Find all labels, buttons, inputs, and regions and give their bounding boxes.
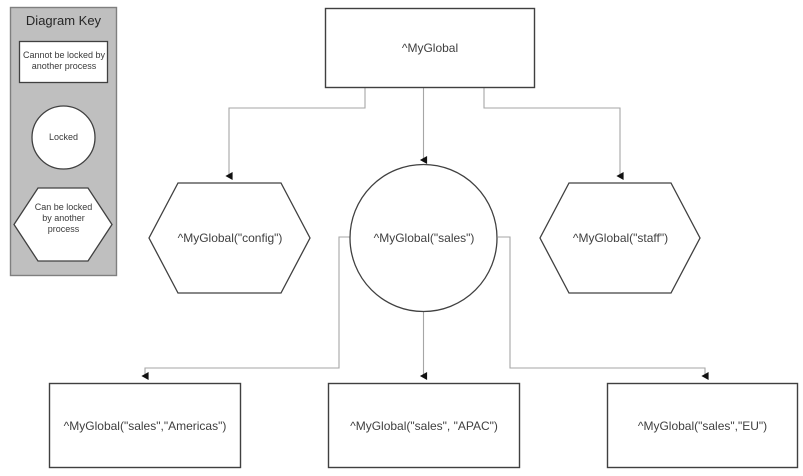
node-shape-sales-americas[interactable] (48, 382, 242, 469)
node-shape-staff[interactable] (539, 182, 701, 294)
node-shape-sales-apac[interactable] (327, 382, 521, 469)
diagram-key-title: Diagram Key (25, 13, 102, 28)
legend-hexagon-swatch (13, 187, 113, 262)
legend-rectangle-swatch (18, 40, 109, 84)
edge-sales-to-eu (498, 236, 709, 381)
diagram-key-panel (9, 6, 118, 277)
legend-label-cannot-be-locked: Cannot be locked by another process (22, 50, 106, 71)
edge-root-to-staff (483, 88, 624, 181)
edge-root-to-config (225, 88, 366, 181)
node-shape-sales-eu[interactable] (606, 382, 799, 469)
node-shape-config[interactable] (148, 182, 311, 294)
legend-circle-swatch (31, 105, 96, 170)
connector-group (141, 88, 709, 381)
node-shape-root[interactable] (324, 7, 536, 89)
legend-label-locked: Locked (48, 132, 79, 142)
legend-label-can-be-locked: Can be locked by another process (34, 202, 93, 234)
node-shape-sales[interactable] (349, 163, 498, 313)
edge-sales-to-americas (141, 236, 350, 381)
node-shape-group (48, 7, 799, 469)
